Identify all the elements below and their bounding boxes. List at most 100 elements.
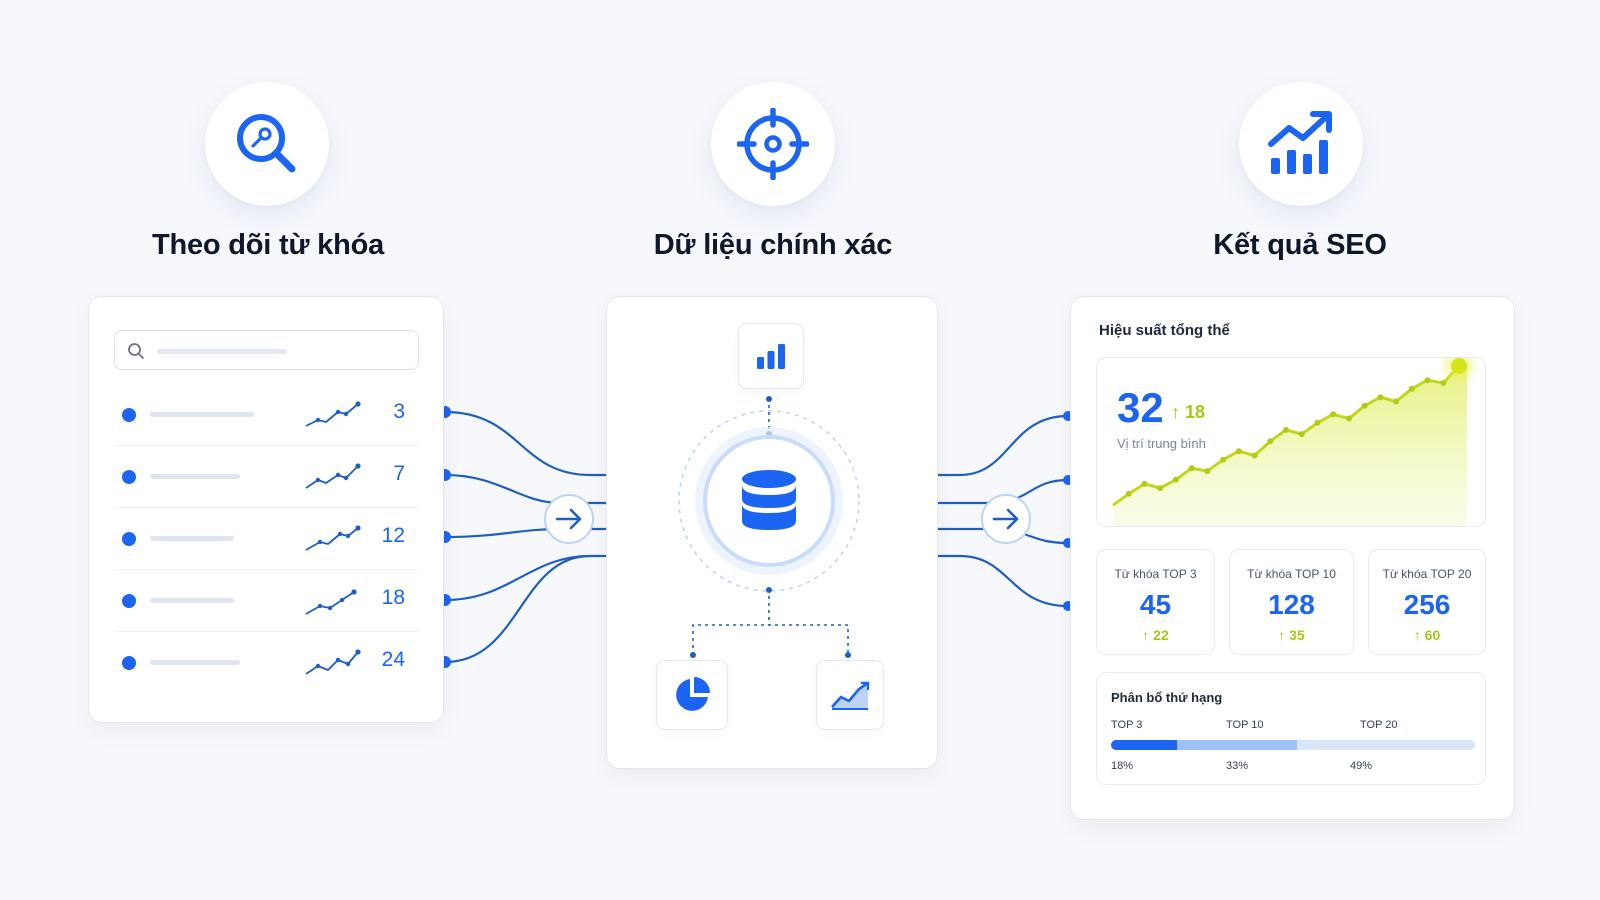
magnifier-icon [237,114,296,173]
data-icon-badge [711,82,835,206]
keyword-rank: 12 [381,524,405,547]
stat-value: 45 [1139,589,1172,620]
sparkline-icon [305,401,361,427]
section-title-data: Dữ liệu chính xác [653,229,893,261]
bar-chart-tile[interactable] [738,323,804,389]
trend-point [1330,411,1337,418]
keyword-text-bar [150,536,234,541]
trend-point [1204,468,1211,475]
trend-point [1424,377,1431,384]
trend-point [1377,394,1384,401]
performance-panel: 32 ↑ 18 Vị trí trung bình [1096,357,1486,527]
arrow-left-icon [544,494,594,544]
results-icon-badge [1239,82,1363,206]
search-input[interactable] [114,330,419,370]
distribution-percent: 33% [1226,760,1249,772]
trend-point [1314,419,1321,426]
keyword-text-bar [150,660,240,665]
stat-card-top10[interactable]: Từ khóa TOP 10 128 ↑ 35 [1229,549,1354,655]
distribution-segment-top20 [1296,740,1475,750]
crosshair-target-icon [737,108,809,180]
distribution-title: Phân bổ thứ hạng [1111,690,1223,705]
sparkline-icon [305,463,361,489]
hub-connectors [678,396,860,658]
seo-results-card: Hiệu suất tổng thể 32 ↑ 18 Vị trí trung … [1070,296,1515,820]
distribution-percent: 49% [1350,760,1373,772]
trend-point [1141,480,1148,487]
trend-point [1408,385,1415,392]
database-icon [742,470,796,530]
area-chart-icon [831,681,870,710]
section-title-results: Kết quả SEO [1213,229,1387,261]
trend-point [1251,452,1258,459]
stat-title: Từ khóa TOP 20 [1382,567,1472,581]
trend-point [1157,485,1164,492]
performance-title: Hiệu suất tổng thể [1099,322,1230,339]
data-hub-card [606,296,938,769]
section-title-keywords: Theo dõi từ khóa [151,229,385,261]
bar-chart-icon [757,344,785,369]
distribution-segment-top3 [1111,740,1177,750]
keyword-dot [122,594,136,608]
keyword-dot [122,656,136,670]
trend-area [1113,366,1467,526]
database-hub[interactable] [703,435,835,567]
distribution-label: TOP 10 [1226,719,1264,731]
trend-endpoint [1451,358,1467,374]
keyword-dot [122,408,136,422]
stat-delta: ↑ 22 [1142,627,1169,643]
trend-point [1298,431,1305,438]
trend-point [1267,438,1274,445]
keyword-rank: 3 [393,400,405,423]
sparkline-icon [305,525,361,551]
trend-point [1361,402,1368,409]
distribution-label: TOP 3 [1111,719,1143,731]
average-position-change: ↑ 18 [1171,402,1206,422]
distribution-label: TOP 20 [1360,719,1398,731]
keyword-row[interactable]: 24 [114,632,419,694]
stat-delta: ↑ 35 [1278,627,1305,643]
area-chart-tile[interactable] [816,660,884,730]
rank-distribution-panel: Phân bổ thứ hạng TOP 3 TOP 10 TOP 20 18%… [1096,672,1486,785]
growth-chart-icon [1268,111,1332,174]
stat-delta: ↑ 60 [1413,627,1441,643]
stat-value: 256 [1403,589,1451,620]
stat-title: Từ khóa TOP 3 [1114,567,1197,581]
distribution-segment-top10 [1176,740,1297,750]
trend-point [1125,490,1132,497]
trend-point [1172,476,1179,483]
search-icon [128,343,144,359]
trend-point [1345,415,1352,422]
average-position-value: 32 [1117,384,1164,431]
sparkline-icon [305,649,361,675]
keyword-row[interactable]: 3 [114,384,419,446]
keyword-text-bar [150,474,240,479]
trend-point [1188,465,1195,472]
stat-title: Từ khóa TOP 10 [1247,567,1336,581]
trend-point [1440,380,1447,387]
keyword-rank: 7 [393,462,405,485]
keyword-dot [122,532,136,546]
pie-chart-tile[interactable] [656,660,728,730]
stat-card-top3[interactable]: Từ khóa TOP 3 45 ↑ 22 [1096,549,1215,655]
keyword-row[interactable]: 12 [114,508,419,570]
average-position-label: Vị trí trung bình [1117,436,1206,451]
keyword-row[interactable]: 18 [114,570,419,632]
keyword-text-bar [150,412,254,417]
trend-point [1235,448,1242,455]
trend-chart [1112,358,1479,526]
keyword-text-bar [150,598,234,603]
distribution-bar [1111,740,1475,750]
keyword-rank: 18 [381,586,405,609]
arrow-right-icon [981,494,1031,544]
keyword-dot [122,470,136,484]
pie-chart-icon [676,677,710,711]
stat-value: 128 [1268,589,1315,620]
keyword-row[interactable]: 7 [114,446,419,508]
connector-left-5 [443,554,592,664]
sparkline-icon [305,589,357,615]
stat-card-top20[interactable]: Từ khóa TOP 20 256 ↑ 60 [1368,549,1486,655]
trend-point [1220,456,1227,463]
distribution-percent: 18% [1111,760,1134,772]
trend-point [1393,398,1400,405]
